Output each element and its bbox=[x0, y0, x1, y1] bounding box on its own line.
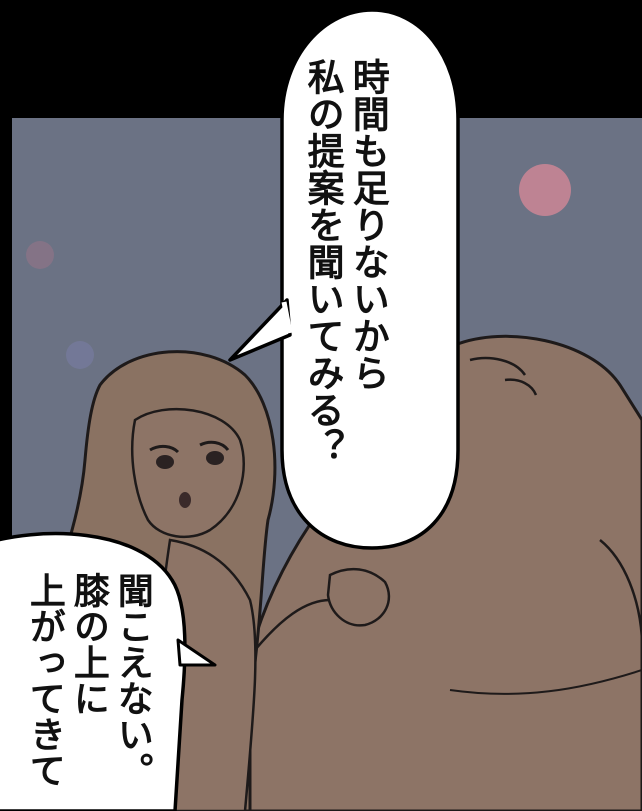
speech-line: 上がってきて bbox=[23, 572, 65, 788]
speech-line: 膝の上に bbox=[67, 572, 109, 716]
bokeh-light bbox=[26, 241, 54, 269]
speech-bubble-tail bbox=[176, 638, 217, 667]
woman-eye bbox=[206, 451, 224, 465]
speech-bubble-top bbox=[280, 8, 460, 550]
speech-text-top: 時間も足りないから 私の提案を聞いてみる？ bbox=[300, 58, 390, 528]
speech-line: 私の提案を聞いてみる？ bbox=[301, 58, 345, 465]
woman-eye bbox=[156, 455, 174, 469]
speech-line: 時間も足りないから bbox=[346, 58, 390, 391]
woman-face bbox=[130, 407, 245, 538]
speech-bubble-left bbox=[0, 531, 187, 811]
woman-mouth bbox=[179, 492, 191, 508]
woman-hand bbox=[326, 567, 391, 627]
speech-line: 聞こえない。 bbox=[111, 572, 153, 788]
bokeh-light bbox=[66, 341, 94, 369]
bokeh-light bbox=[519, 164, 571, 216]
speech-text-left: 聞こえない。 膝の上に 上がってきて bbox=[22, 572, 154, 811]
